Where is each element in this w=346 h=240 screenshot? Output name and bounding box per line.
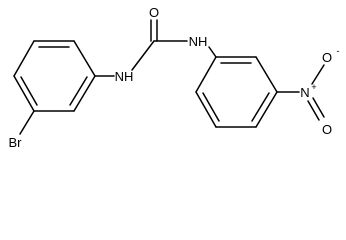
ring-bond: [13, 75, 35, 112]
ring-double-bond: [202, 92, 220, 122]
bromine-label: Br: [9, 135, 23, 150]
ring-bond: [255, 91, 278, 128]
n-o-double-bond: [312, 97, 325, 118]
n-o-bond: [311, 64, 325, 85]
ring-double-bond: [69, 76, 88, 106]
n-o-double-bond: [307, 100, 320, 121]
bromophenyl-ring: [13, 40, 96, 112]
ring-bond: [195, 56, 217, 93]
right-nh-label: NH: [189, 34, 208, 49]
ring-bond: [73, 75, 96, 112]
left-nh-label: NH: [115, 69, 134, 84]
c-br-bond: [19, 110, 35, 135]
nitro-oxygen-top-label: O: [322, 50, 332, 65]
ring-double-bond: [251, 92, 270, 122]
nitro-oxygen-bottom-label: O: [322, 122, 332, 137]
nitro-plus-charge: +: [311, 82, 316, 92]
n-ring-bond: [208, 46, 217, 58]
n-c-bond: [131, 40, 155, 71]
carbonyl-oxygen-label: O: [149, 5, 159, 20]
urea-linker: [94, 19, 217, 77]
ring-double-bond: [20, 76, 38, 106]
ring-bond: [255, 56, 278, 93]
chemical-structure: O NH NH Br N + O O -: [9, 5, 340, 150]
nitrophenyl-ring: [195, 56, 278, 128]
nitro-group: [276, 64, 325, 121]
ring-bond: [195, 91, 217, 128]
nitro-minus-charge: -: [337, 46, 340, 56]
nitro-nitrogen-label: N: [300, 85, 309, 100]
ring-bond: [13, 40, 35, 77]
ring-bond: [73, 40, 96, 77]
